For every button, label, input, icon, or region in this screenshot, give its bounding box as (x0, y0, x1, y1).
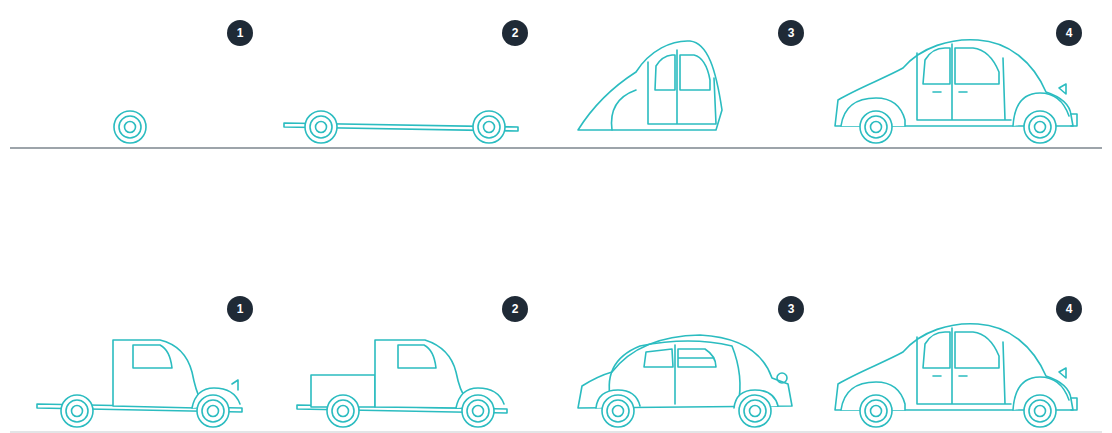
wheel (602, 395, 634, 427)
callout-number: 2 (512, 303, 519, 315)
ground-line (10, 431, 1102, 432)
window (644, 349, 673, 367)
wheel (305, 111, 337, 143)
callout-badge: 1 (227, 296, 253, 322)
finished-car (835, 40, 1077, 143)
callout-badge: 4 (1056, 20, 1082, 46)
callout-badge: 3 (778, 20, 804, 46)
wheel (473, 111, 505, 143)
headlight (777, 373, 787, 383)
fender-line (612, 90, 637, 130)
window (655, 55, 675, 90)
window (678, 349, 716, 367)
body-shell (578, 41, 722, 130)
fender-tip (232, 380, 238, 390)
callout-badge: 2 (502, 296, 528, 322)
cab (375, 340, 466, 408)
wheel (114, 111, 146, 143)
wheel (462, 395, 494, 427)
callout-badge: 2 (502, 20, 528, 46)
callout-number: 2 (512, 27, 519, 39)
wheel (197, 395, 229, 427)
ground-line (10, 147, 1102, 148)
window (680, 55, 710, 90)
callout-number: 4 (1066, 27, 1073, 39)
door-lines (648, 50, 716, 124)
callout-badge: 4 (1056, 296, 1082, 322)
callout-badge: 1 (227, 20, 253, 46)
window (133, 345, 172, 368)
wheel (61, 395, 93, 427)
callout-number: 1 (237, 27, 244, 39)
finished-car (835, 324, 1077, 427)
callout-number: 3 (788, 303, 795, 315)
door-line (674, 345, 676, 404)
callout-number: 1 (237, 303, 244, 315)
window (398, 345, 436, 368)
wheel (739, 395, 771, 427)
callout-badge: 3 (778, 296, 804, 322)
callout-number: 4 (1066, 303, 1073, 315)
callout-number: 3 (788, 27, 795, 39)
wheel (327, 395, 359, 427)
cab (113, 340, 200, 408)
